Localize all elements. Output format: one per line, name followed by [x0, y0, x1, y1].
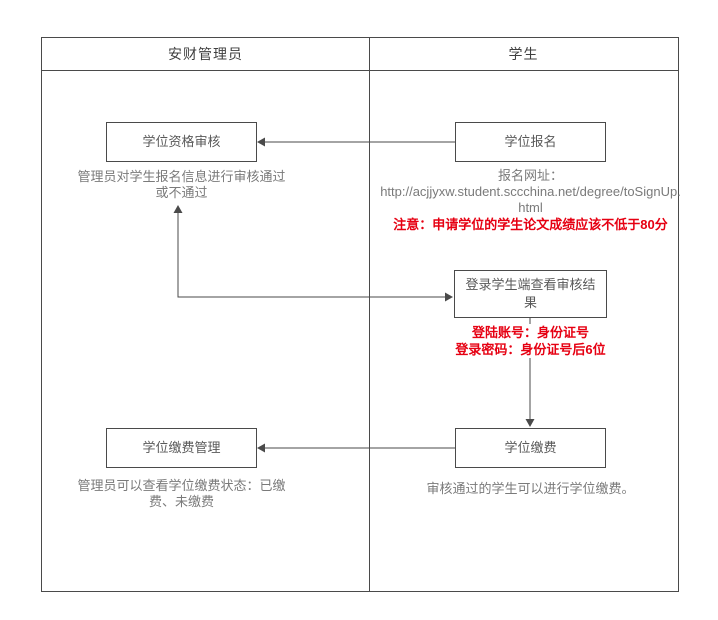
lane-header-row: 安财管理员 学生	[42, 38, 678, 71]
lane-header-admin: 安财管理员	[168, 46, 243, 62]
note-login-account: 登陆账号：身份证号	[471, 325, 589, 340]
node-login-check-result: 登录学生端查看审核结果	[454, 270, 607, 318]
note-signup-warning: 注意：申请学位的学生论文成绩应该不低于80分	[393, 217, 668, 232]
note-login-credentials: 登陆账号：身份证号 登录密码：身份证号后6位	[430, 324, 631, 358]
note-degree-payment-description: 审核通过的学生可以进行学位缴费。	[426, 481, 635, 496]
lane-header-student: 学生	[508, 46, 539, 62]
lane-divider	[369, 38, 370, 591]
note-signup-url: http://acjjyxw.student.sccchina.net/degr…	[380, 184, 681, 215]
node-degree-signup: 学位报名	[455, 122, 606, 162]
note-payment-management-description: 管理员可以查看学位缴费状态：已缴费、未缴费	[77, 478, 286, 509]
node-degree-payment: 学位缴费	[455, 428, 606, 468]
node-qualification-review: 学位资格审核	[106, 122, 257, 162]
note-signup-block: 报名网址： http://acjjyxw.student.sccchina.ne…	[380, 168, 681, 216]
note-review-description: 管理员对学生报名信息进行审核通过或不通过	[77, 169, 286, 200]
note-login-password: 登录密码：身份证号后6位	[455, 342, 606, 357]
note-signup-url-label: 报名网址：	[497, 168, 563, 183]
node-payment-management: 学位缴费管理	[106, 428, 257, 468]
